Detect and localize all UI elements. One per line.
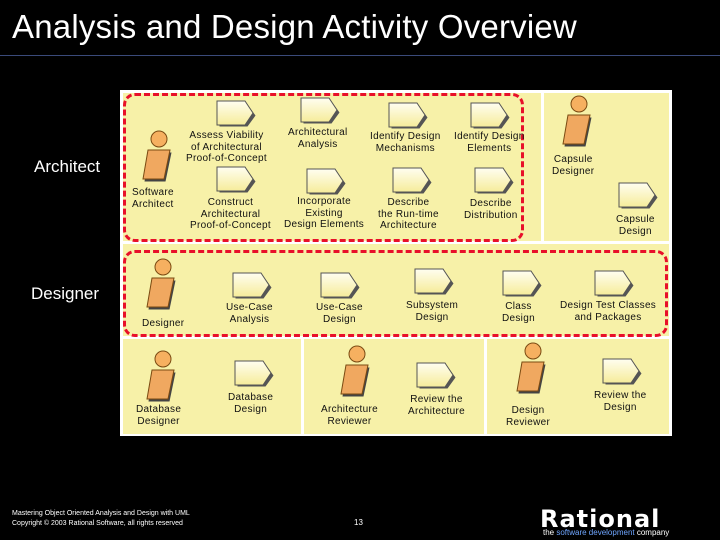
activity-icon-review-architecture[interactable] bbox=[416, 362, 456, 390]
logo-tagline: the software development company bbox=[543, 528, 669, 537]
cell-capsule-designer bbox=[544, 93, 669, 241]
worker-icon-architecture-reviewer bbox=[340, 345, 370, 397]
tagline-prefix: the bbox=[543, 528, 557, 537]
activity-icon-identify-design-elements[interactable] bbox=[470, 102, 510, 130]
activity-icon-construct-poc[interactable] bbox=[216, 166, 256, 194]
activity-icon-assess-viability[interactable] bbox=[216, 100, 256, 128]
activity-icon-architectural-analysis[interactable] bbox=[300, 97, 340, 125]
rational-logo: Rational bbox=[540, 505, 661, 533]
activity-icon-capsule-design[interactable] bbox=[618, 182, 658, 210]
title-divider bbox=[0, 55, 720, 56]
activity-icon-use-case-analysis[interactable] bbox=[232, 272, 272, 300]
designer-activities-outline bbox=[123, 250, 668, 337]
tagline-suffix: company bbox=[634, 528, 670, 537]
worker-icon-design-reviewer bbox=[516, 342, 546, 394]
activity-icon-use-case-design[interactable] bbox=[320, 272, 360, 300]
lane-label-architect: Architect bbox=[34, 157, 101, 176]
architect-activities-outline bbox=[123, 93, 524, 242]
worker-label-designer: Designer bbox=[142, 318, 185, 329]
page-number: 13 bbox=[354, 518, 363, 527]
worker-icon-software-architect bbox=[142, 130, 172, 182]
tagline-accent: software development bbox=[556, 528, 635, 537]
activity-icon-database-design[interactable] bbox=[234, 360, 274, 388]
activity-icon-subsystem-design[interactable] bbox=[414, 268, 454, 296]
footer-copyright: Copyright © 2003 Rational Software, all … bbox=[12, 520, 183, 527]
worker-icon-designer bbox=[146, 258, 176, 310]
worker-icon-capsule-designer bbox=[562, 95, 592, 147]
cell-architecture-reviewer bbox=[304, 339, 484, 434]
activity-icon-class-design[interactable] bbox=[502, 270, 542, 298]
cell-designer bbox=[123, 244, 669, 336]
footer-course: Mastering Object Oriented Analysis and D… bbox=[12, 510, 190, 517]
worker-icon-database-designer bbox=[146, 350, 176, 402]
lane-label-designer: Designer bbox=[31, 284, 100, 303]
slide-title: Analysis and Design Activity Overview bbox=[12, 8, 577, 45]
activity-icon-review-design[interactable] bbox=[602, 358, 642, 386]
activity-icon-describe-runtime[interactable] bbox=[392, 167, 432, 195]
activity-icon-design-test-classes[interactable] bbox=[594, 270, 634, 298]
activity-icon-incorporate-existing[interactable] bbox=[306, 168, 346, 196]
activity-icon-identify-design-mechanisms[interactable] bbox=[388, 102, 428, 130]
activity-icon-describe-distribution[interactable] bbox=[474, 167, 514, 195]
